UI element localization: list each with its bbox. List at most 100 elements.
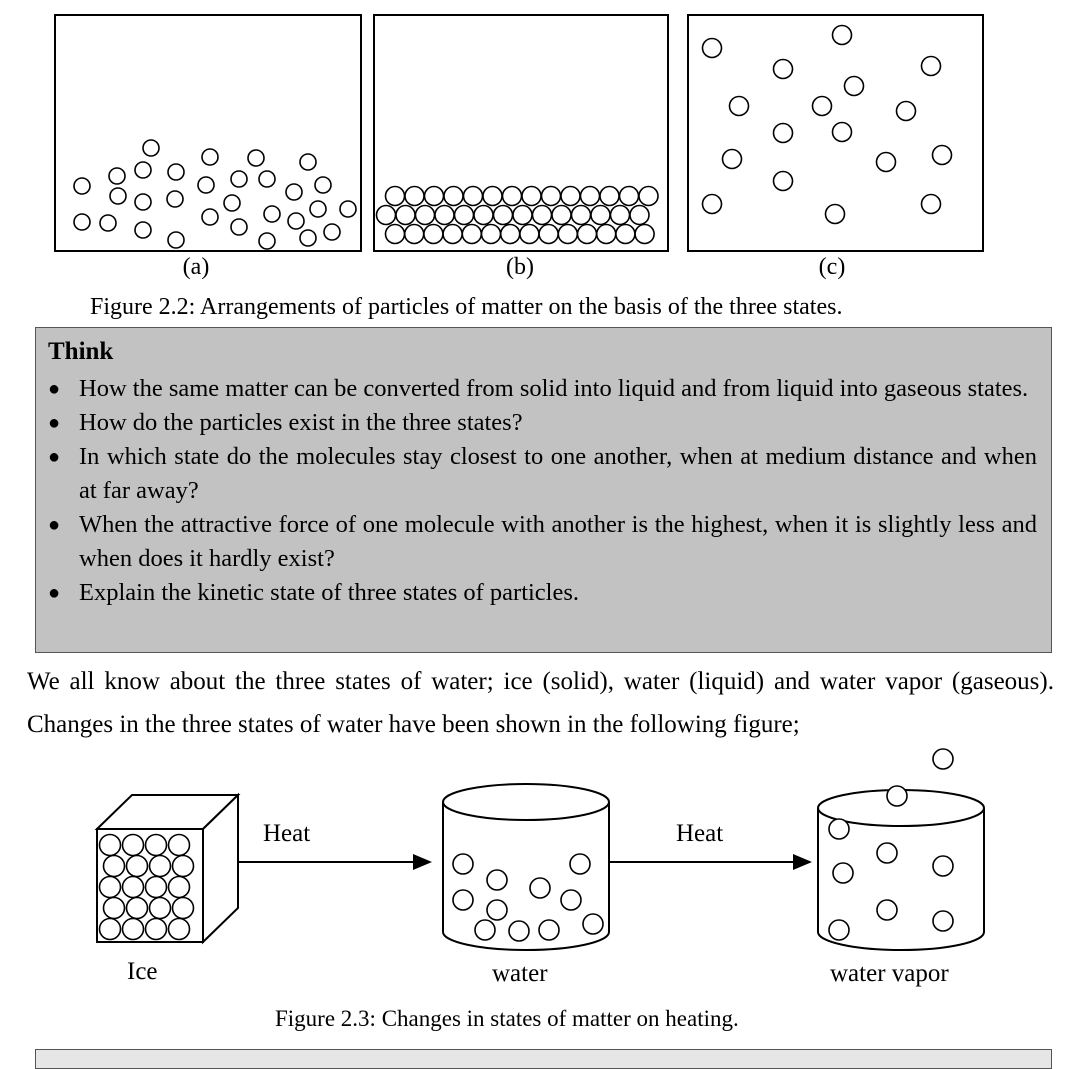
solid-particle [579, 185, 601, 207]
water-particle [538, 919, 560, 941]
solid-particle [512, 204, 533, 226]
ice-particle [148, 854, 172, 878]
liquid-particle [314, 176, 332, 194]
solid-particle [538, 223, 559, 245]
solid-particle [570, 204, 592, 226]
bullet-icon: ● [48, 446, 61, 468]
think-item: ●How the same matter can be converted fr… [36, 372, 1051, 406]
body-paragraph: We all know about the three states of wa… [27, 668, 1054, 738]
liquid-particle [134, 161, 152, 179]
ice-particle [167, 833, 191, 857]
liquid-particle [167, 163, 185, 181]
panel-b [373, 14, 669, 252]
ice-particle [125, 896, 149, 920]
think-item: ●In which state do the molecules stay cl… [36, 440, 1051, 508]
liquid-particle [299, 229, 317, 247]
liquid-particle [223, 194, 241, 212]
water-particle [529, 877, 551, 899]
liquid-particle [201, 208, 219, 226]
think-list: ●How the same matter can be converted fr… [36, 372, 1051, 610]
solid-particle [443, 185, 464, 207]
solid-particle [395, 204, 416, 226]
liquid-particle [258, 170, 276, 188]
vapor-particle [876, 842, 898, 864]
water-particle [582, 913, 604, 935]
solid-particle [384, 223, 406, 245]
solid-particle [414, 204, 436, 226]
ice-particle [167, 875, 191, 899]
liquid-particle [134, 221, 152, 239]
vapor-particle [932, 748, 954, 770]
solid-particle [551, 204, 572, 226]
solid-particle [531, 204, 553, 226]
solid-particle [482, 185, 503, 207]
solid-particle [560, 185, 581, 207]
liquid-particle [258, 232, 276, 250]
liquid-particle [287, 212, 305, 230]
solid-particle [595, 223, 617, 245]
label-water: water [492, 960, 548, 987]
ice-particle [102, 896, 126, 920]
bullet-icon: ● [48, 582, 61, 604]
liquid-particle [339, 200, 357, 218]
vapor-particle [932, 910, 954, 932]
think-title: Think [48, 338, 114, 365]
solid-particle [540, 185, 562, 207]
ice-particle [121, 875, 145, 899]
ice-particle [171, 896, 195, 920]
bullet-icon: ● [48, 412, 61, 434]
water-container [442, 783, 610, 951]
arrow-label-heat-2: Heat [676, 820, 724, 847]
ice-particle [98, 875, 122, 899]
ice-particle [125, 854, 149, 878]
gas-particle [920, 193, 942, 215]
panel-label-b: (b) [506, 254, 534, 280]
solid-particle [404, 185, 425, 207]
vapor-particle [876, 899, 898, 921]
gas-particle [824, 203, 846, 225]
liquid-particle [230, 218, 248, 236]
liquid-particles-diagram [73, 139, 357, 250]
liquid-particle [201, 148, 219, 166]
gas-particle [811, 95, 833, 117]
solid-particle [499, 223, 521, 245]
liquid-particle [142, 139, 160, 157]
gas-particle [931, 144, 953, 166]
ice-particle [121, 833, 145, 857]
solid-particle [521, 185, 542, 207]
gas-particle [772, 58, 794, 80]
panel-label-c: (c) [818, 254, 846, 280]
liquid-particle [109, 187, 127, 205]
figure-2-2-caption: Figure 2.2: Arrangements of particles of… [90, 294, 843, 320]
water-particle [452, 853, 474, 875]
gas-particle [843, 75, 865, 97]
liquid-particle [73, 177, 91, 195]
panel-c [687, 14, 984, 252]
ice-particle [144, 833, 168, 857]
water-particle [486, 869, 508, 891]
arrow-label-heat-1: Heat [263, 820, 311, 847]
liquid-particle [167, 231, 185, 249]
gas-particle [831, 24, 853, 46]
solid-particle [442, 223, 463, 245]
solid-particle [576, 223, 598, 245]
water-particle [569, 853, 591, 875]
solid-particle [492, 204, 514, 226]
water-particle [560, 889, 582, 911]
solid-particle [638, 185, 659, 207]
vapor-container [817, 748, 985, 951]
gas-particle [920, 55, 942, 77]
solid-particle [375, 204, 397, 226]
water-particle [486, 899, 508, 921]
solid-particle [501, 185, 523, 207]
next-box-edge [35, 1049, 1052, 1069]
ice-particle [167, 917, 191, 941]
panel-label-a: (a) [182, 254, 210, 280]
panel-a [54, 14, 362, 252]
vapor-particle [828, 919, 850, 941]
solid-particle [434, 204, 455, 226]
liquid-particle [73, 213, 91, 231]
solid-particle [615, 223, 636, 245]
gas-particle [728, 95, 750, 117]
liquid-particle [108, 167, 126, 185]
